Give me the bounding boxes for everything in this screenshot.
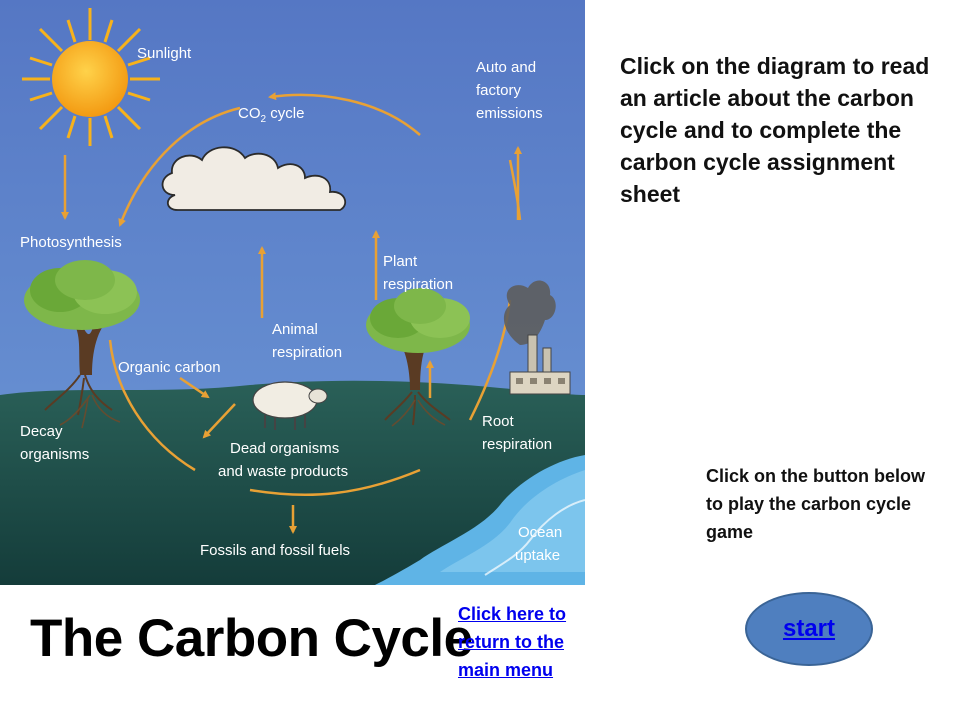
label-fossils: Fossils and fossil fuels bbox=[200, 542, 350, 559]
tree-icon bbox=[24, 260, 140, 416]
sun-icon bbox=[22, 8, 160, 146]
start-button[interactable]: start bbox=[745, 592, 873, 666]
label-decay-organisms: Decay organisms bbox=[20, 423, 89, 463]
label-auto-emissions: Auto and factory emissions bbox=[476, 59, 543, 122]
label-dead-organisms: Dead organisms and waste products bbox=[218, 440, 348, 480]
cloud-icon bbox=[161, 146, 347, 211]
main-menu-link[interactable]: Click here to return to the main menu bbox=[458, 604, 567, 680]
game-instructions: Click on the button below to play the ca… bbox=[706, 466, 925, 542]
label-plant-respiration: Plant respiration bbox=[383, 253, 453, 293]
factory-icon bbox=[503, 280, 571, 395]
label-photosynthesis: Photosynthesis bbox=[20, 234, 122, 251]
flow-arrows bbox=[61, 146, 522, 534]
start-button-label: start bbox=[782, 615, 836, 642]
sheep-icon bbox=[252, 381, 328, 430]
diagram-instructions: Click on the diagram to read an article … bbox=[620, 53, 930, 207]
label-co2-cycle: CO2 cycle bbox=[238, 105, 304, 125]
label-animal-respiration: Animal respiration bbox=[272, 321, 342, 361]
tree-icon bbox=[366, 288, 470, 426]
label-organic-carbon: Organic carbon bbox=[118, 359, 221, 376]
carbon-cycle-diagram[interactable]: Sunlight CO2 cycle Auto and factory emis… bbox=[0, 0, 585, 585]
roots bbox=[59, 394, 446, 429]
ground bbox=[0, 380, 585, 585]
label-root-respiration: Root respiration bbox=[482, 413, 552, 453]
label-sunlight: Sunlight bbox=[137, 45, 192, 62]
page-title: The Carbon Cycle bbox=[30, 609, 473, 668]
label-ocean-uptake: Ocean uptake bbox=[515, 524, 566, 564]
